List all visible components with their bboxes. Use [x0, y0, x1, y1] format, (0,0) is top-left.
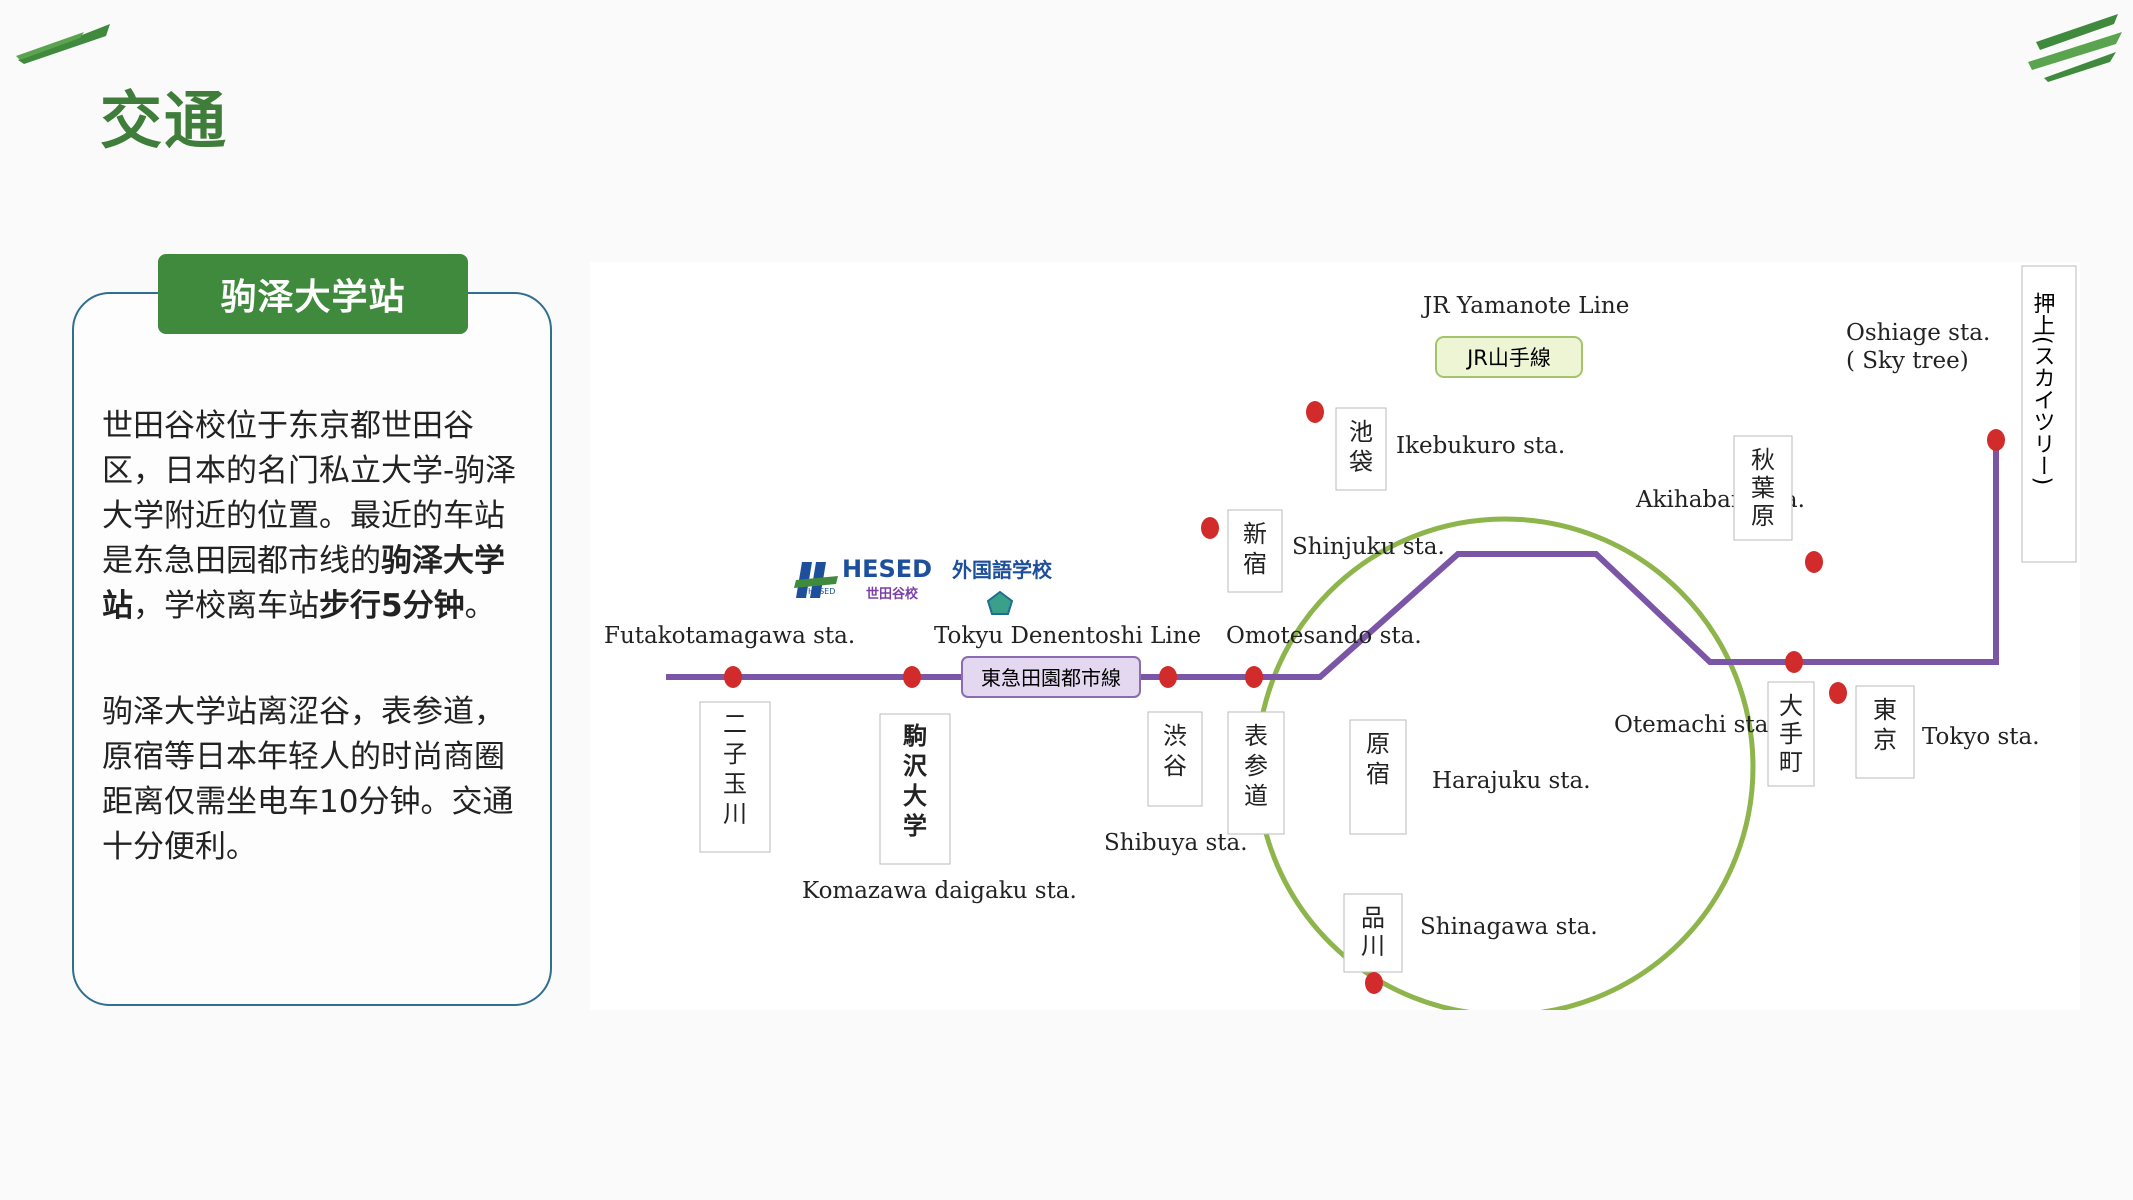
tokyo-char: 京: [1873, 726, 1897, 754]
shinagawa-label: Shinagawa sta.: [1420, 914, 1598, 940]
station-dot-tokyo: [1829, 682, 1847, 704]
station-dot-oshiage: [1987, 429, 2005, 451]
p1-highlight-walk: 步行5分钟: [319, 588, 465, 624]
omotesando-char: 表: [1244, 722, 1268, 750]
ikebukuro-box: [1335, 407, 1387, 491]
komazawa-char: 駒: [903, 722, 927, 750]
station-dots: [724, 401, 2005, 994]
station-dot-futako: [724, 666, 742, 688]
denentoshi-line-label: Tokyu Denentoshi Line: [934, 623, 1201, 649]
station-dot-shibuya: [1159, 666, 1177, 688]
komazawa-char: 大: [903, 782, 927, 810]
yamanote-tag-text: JR山手線: [1465, 346, 1551, 370]
page-title: 交通: [100, 84, 229, 157]
route-map: JR Yamanote Line JR山手線 Tokyu Denentoshi …: [590, 262, 2080, 1018]
otemachi-char: 町: [1779, 748, 1803, 776]
komazawa-box: [879, 713, 951, 865]
oshiage-label: Oshiage sta.: [1846, 320, 1990, 346]
oshiage-label-2: ( Sky tree): [1846, 348, 1969, 374]
futako-box: [699, 701, 771, 853]
otemachi-char: 手: [1779, 720, 1803, 748]
oshiage-box: [2021, 265, 2077, 563]
otemachi-box: [1767, 681, 1815, 787]
school-branch: 世田谷校: [866, 586, 919, 602]
denentoshi-tag: [961, 656, 1141, 698]
tokyo-label: Tokyo sta.: [1922, 724, 2040, 750]
omotesando-char: 参: [1244, 752, 1268, 780]
shinagawa-box: [1343, 893, 1403, 973]
omotesando-char: 道: [1244, 782, 1268, 810]
komazawa-label: Komazawa daigaku sta.: [802, 878, 1077, 904]
yamanote-line-label: JR Yamanote Line: [1421, 293, 1629, 319]
shinjuku-label: Shinjuku sta.: [1292, 534, 1445, 560]
school-logo-text: HESED: [842, 555, 932, 583]
otemachi-label: Otemachi sta.: [1614, 712, 1776, 738]
akihabara-char: 葉: [1751, 474, 1775, 502]
tokyo-box: [1855, 685, 1915, 779]
school-logo-small: HESED: [808, 587, 835, 596]
denentoshi-tag-text: 東急田園都市線: [981, 666, 1121, 690]
futako-char: 玉: [723, 770, 747, 798]
info-paragraph-2: 驹泽大学站离涩谷，表参道，原宿等日本年轻人的时尚商圈距离仅需坐电车10分钟。交通…: [102, 694, 514, 865]
otemachi-char: 大: [1779, 692, 1803, 720]
station-dot-omotesando: [1245, 666, 1263, 688]
p1-text-a: 世田谷校位于东京都世田谷区，日本的名门私立大学-驹泽大学附近的位置。最近的车站是…: [102, 408, 517, 579]
akihabara-char: 原: [1751, 502, 1775, 530]
akihabara-char: 秋: [1751, 446, 1775, 474]
brush-decoration-left: [16, 24, 110, 64]
ikebukuro-char: 袋: [1349, 448, 1373, 476]
harajuku-char: 原: [1366, 730, 1390, 758]
yamanote-tag: [1435, 336, 1583, 378]
school-location-marker: [986, 590, 1014, 615]
futako-label: Futakotamagawa sta.: [604, 623, 855, 649]
school-logo: HESED: [794, 562, 838, 598]
futako-char: 子: [723, 740, 747, 768]
p1-text-e: 。: [464, 588, 496, 624]
shibuya-label: Shibuya sta.: [1104, 830, 1248, 856]
ikebukuro-label: Ikebukuro sta.: [1396, 433, 1565, 459]
school-name: 外国語学校: [952, 558, 1053, 582]
futako-char: 二: [723, 710, 747, 738]
shinjuku-char: 新: [1243, 520, 1267, 548]
brush-decoration-right: [2028, 14, 2122, 82]
harajuku-char: 宿: [1366, 760, 1390, 788]
shinjuku-box: [1227, 509, 1283, 593]
shinagawa-char: 川: [1361, 932, 1385, 960]
station-badge: 驹泽大学站: [158, 254, 468, 334]
harajuku-box: [1349, 719, 1407, 835]
station-dot-akihabara: [1805, 551, 1823, 573]
shinagawa-char: 品: [1361, 904, 1385, 932]
station-dot-shinjuku: [1201, 517, 1219, 539]
shibuya-char: 渋: [1163, 722, 1187, 750]
p1-highlight-station: 驹泽大学站: [102, 543, 505, 624]
shibuya-box: [1147, 711, 1203, 807]
komazawa-char: 学: [903, 812, 927, 840]
komazawa-char: 沢: [903, 752, 928, 780]
shinjuku-char: 宿: [1243, 550, 1267, 578]
info-card: [72, 292, 552, 1006]
futako-char: 川: [723, 800, 747, 828]
oshiage-vertical-label: 押上(スカイツリー): [2030, 292, 2056, 485]
harajuku-label: Harajuku sta.: [1432, 768, 1591, 794]
p1-text-c: ，学校离车站: [133, 588, 319, 624]
route-map-svg: JR Yamanote Line JR山手線 Tokyu Denentoshi …: [604, 265, 2077, 1018]
tokyo-char: 東: [1873, 696, 1897, 724]
station-dot-otemachi: [1785, 651, 1803, 673]
denentoshi-line: [666, 440, 1999, 680]
station-dot-ikebukuro: [1306, 401, 1324, 423]
shibuya-char: 谷: [1163, 752, 1187, 780]
station-dot-komazawa: [903, 666, 921, 688]
omotesando-label: Omotesando sta.: [1226, 623, 1422, 649]
station-dot-shinagawa: [1365, 972, 1383, 994]
ikebukuro-char: 池: [1349, 418, 1373, 446]
omotesando-box: [1227, 711, 1285, 835]
info-paragraph-1: 世田谷校位于东京都世田谷区，日本的名门私立大学-驹泽大学附近的位置。最近的车站是…: [102, 404, 532, 629]
akihabara-box: [1733, 435, 1793, 541]
